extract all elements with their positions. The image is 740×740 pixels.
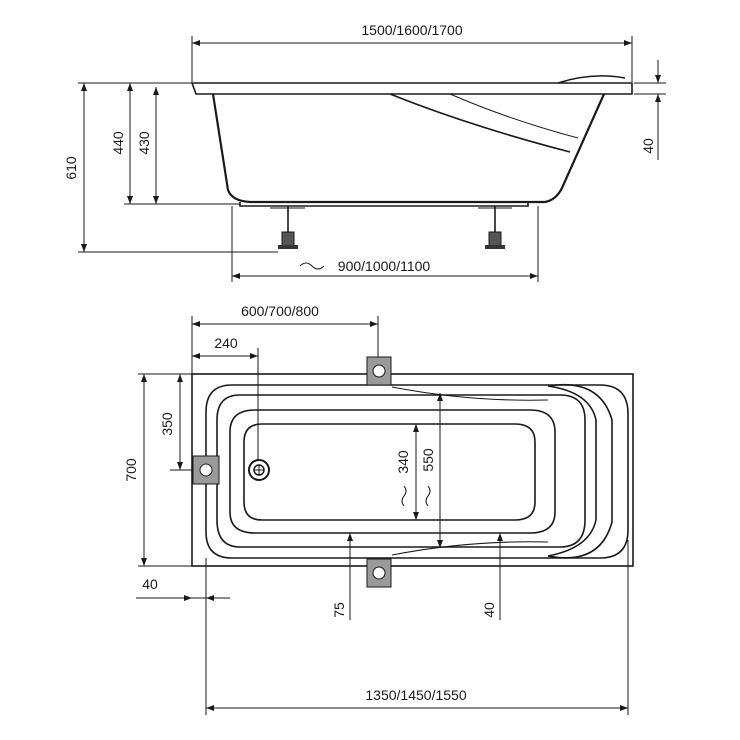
- leg-bracket-top: [366, 356, 392, 386]
- dim-inner-width: 340: [395, 424, 419, 520]
- dim-total-height: 610: [63, 83, 87, 252]
- dim-inner-length: 1350/1450/1550: [206, 540, 629, 715]
- drain-icon: [248, 459, 270, 481]
- basin-inner-contour: [229, 409, 556, 534]
- tub-rim-side: [190, 82, 633, 95]
- dim-foot-inset: 75: [331, 533, 353, 620]
- basin-floor: [243, 423, 536, 521]
- dim-drain-offset: 600/700/800: [191, 303, 379, 374]
- dim-overall-length: 1500/1600/1700: [191, 22, 633, 82]
- inner-length-label: 1350/1450/1550: [365, 687, 466, 703]
- height-a-label: 440: [110, 131, 126, 155]
- drain-offset-label: 600/700/800: [241, 303, 319, 319]
- foot-inset-label: 75: [331, 602, 347, 618]
- basin-mid-contour: [216, 394, 586, 548]
- headrest-top: [547, 384, 613, 559]
- overall-length-label: 1500/1600/1700: [361, 22, 462, 38]
- armrest-line-bottom: [391, 541, 549, 556]
- dim-leg-spacing: 900/1000/1100: [231, 206, 539, 282]
- dim-half-width: 350: [159, 374, 183, 470]
- height-b-label: 430: [136, 131, 152, 155]
- inner-width-label: 340: [395, 450, 411, 474]
- tub-body-side: [211, 93, 606, 204]
- basin-outer-contour: [205, 384, 629, 559]
- dim-rim-thickness: 40: [634, 60, 666, 160]
- backrest-slope: [389, 93, 571, 153]
- approx-tilde-icon: [401, 485, 407, 507]
- dim-outer-basin-width: 550: [420, 393, 443, 548]
- outer-basin-width-label: 550: [420, 448, 436, 472]
- overall-width-label: 700: [123, 458, 139, 482]
- top-view: 600/700/800 240 350 700: [123, 303, 634, 715]
- dim-drain-from-end: 240: [192, 335, 259, 460]
- total-height-label: 610: [63, 156, 79, 180]
- half-width-label: 350: [159, 412, 175, 436]
- drain-from-end-label: 240: [214, 335, 238, 351]
- edge-offset-bottom-label: 40: [481, 602, 497, 618]
- armrest-line-top: [391, 386, 549, 401]
- leg-bracket-left: [192, 455, 220, 485]
- dim-overall-width: 700: [123, 374, 147, 566]
- rim-thickness-label: 40: [640, 138, 656, 154]
- headrest-side: [557, 75, 626, 84]
- approx-tilde-icon: [425, 485, 431, 507]
- leg-right: [478, 206, 512, 249]
- leg-bracket-bottom: [366, 558, 392, 588]
- dim-height-b: 430: [136, 87, 159, 204]
- dim-height-a: 440: [110, 83, 133, 204]
- side-view: 1500/1600/1700 40 610 440: [63, 22, 666, 282]
- dim-edge-offset-bottom: 40: [481, 533, 503, 620]
- edge-offset-left-label: 40: [142, 576, 158, 592]
- leg-spacing-label: 900/1000/1100: [338, 258, 431, 274]
- approx-tilde-icon: [299, 262, 325, 270]
- backrest-inner-edge: [449, 93, 579, 139]
- dim-edge-offset-left: 40: [136, 558, 230, 715]
- leg-left: [270, 206, 305, 249]
